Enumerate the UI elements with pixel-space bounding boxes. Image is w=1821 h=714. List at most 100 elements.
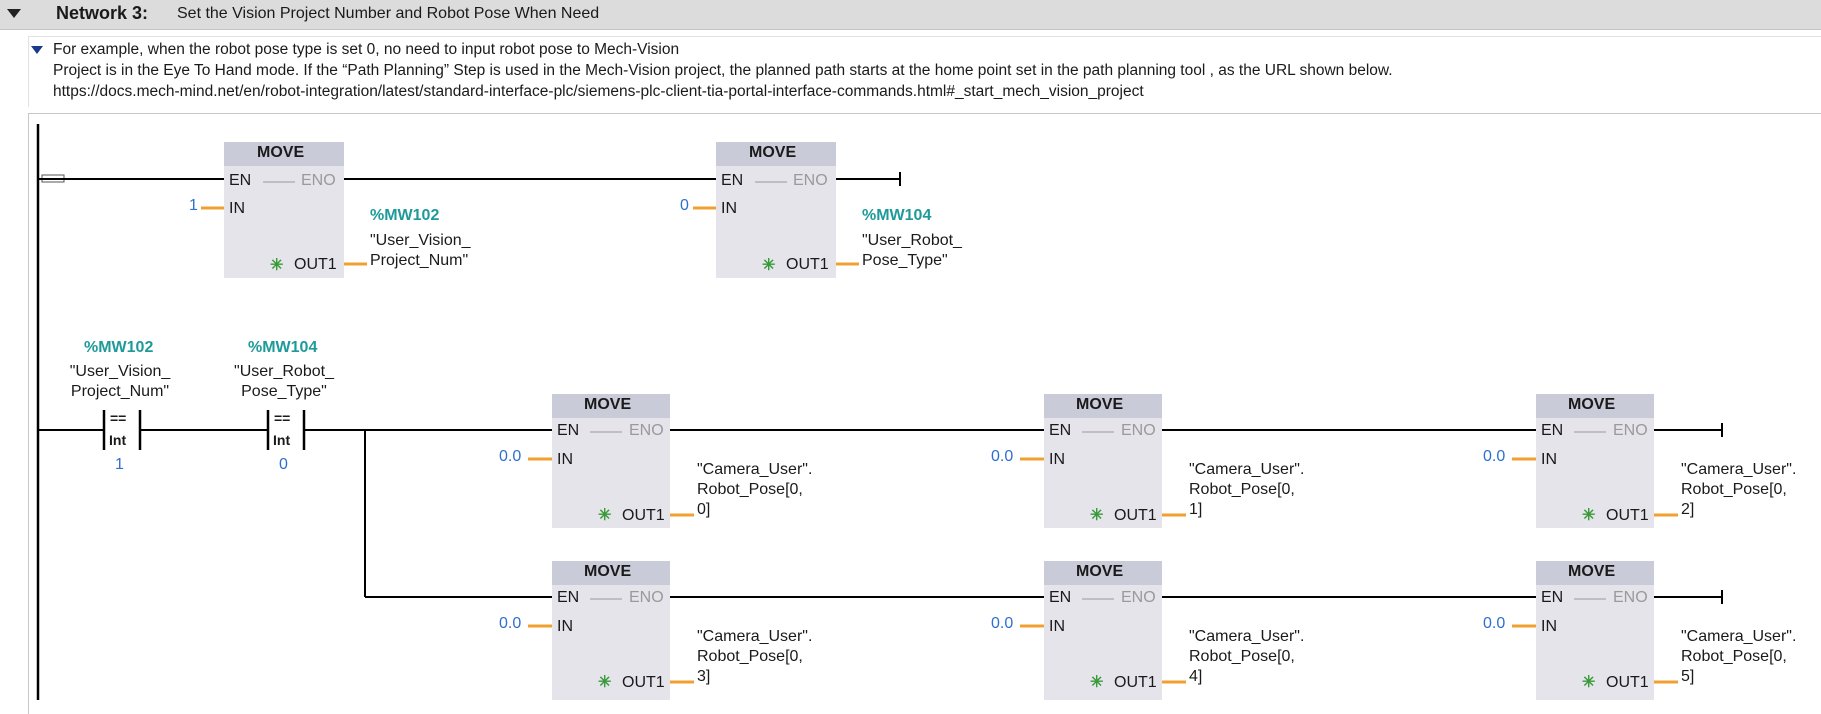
contact-variable-line: "User_Vision_	[69, 363, 171, 380]
asterisk-marker-icon: ✳	[1090, 507, 1104, 524]
pin-eno: ENO	[629, 589, 664, 606]
contact-variable-line: "User_Robot_	[234, 363, 334, 380]
in-constant[interactable]: 0.0	[991, 615, 1014, 632]
in-constant[interactable]: 0.0	[499, 448, 522, 465]
contact-operator: ==	[110, 410, 127, 426]
move-block-title: MOVE	[584, 563, 632, 580]
pin-en: EN	[1541, 589, 1564, 606]
in-constant[interactable]: 0	[680, 197, 689, 214]
contact-address: %MW102	[84, 339, 154, 356]
contact-compare-value[interactable]: 1	[115, 456, 124, 473]
out-variable-line: Robot_Pose[0,	[1189, 648, 1295, 665]
pin-out: OUT1	[1606, 674, 1649, 691]
out-variable-line: 5]	[1681, 668, 1695, 685]
out-variable-line: "Camera_User".	[1681, 628, 1797, 645]
move-block-title: MOVE	[1076, 396, 1124, 413]
asterisk-marker-icon: ✳	[1582, 507, 1596, 524]
out-variable-line: "Camera_User".	[1189, 461, 1305, 478]
asterisk-marker-icon: ✳	[1090, 674, 1104, 691]
pin-out: OUT1	[1606, 507, 1649, 524]
out-variable[interactable]: "Camera_User". Robot_Pose[0, 5]	[1681, 627, 1796, 687]
contact-address: %MW104	[248, 339, 318, 356]
out-variable[interactable]: "Camera_User". Robot_Pose[0, 3]	[697, 627, 812, 687]
move-block-title: MOVE	[257, 144, 305, 161]
move-block-title: MOVE	[749, 144, 797, 161]
asterisk-marker-icon: ✳	[270, 257, 284, 274]
pin-in: IN	[229, 200, 245, 217]
out-variable[interactable]: "User_Vision_ Project_Num"	[370, 231, 471, 271]
out-variable-line: 2]	[1681, 501, 1695, 518]
contact-variable-line: Project_Num"	[70, 383, 170, 400]
out-address: %MW102	[370, 207, 440, 224]
out-variable[interactable]: "Camera_User". Robot_Pose[0, 1]	[1189, 460, 1304, 520]
out-variable-line: Robot_Pose[0,	[1681, 648, 1787, 665]
pin-in: IN	[557, 618, 573, 635]
out-variable-line: "User_Robot_	[862, 232, 962, 249]
network-number: Network 3:	[56, 3, 149, 23]
in-constant[interactable]: 0.0	[1483, 615, 1506, 632]
pin-eno: ENO	[1613, 422, 1648, 439]
out-variable-line: 0]	[697, 501, 711, 518]
out-variable-line: "Camera_User".	[697, 461, 813, 478]
contact-operator: ==	[274, 410, 291, 426]
out-variable[interactable]: "User_Robot_ Pose_Type"	[862, 231, 962, 271]
pin-out: OUT1	[622, 507, 665, 524]
out-variable-line: Project_Num"	[370, 252, 469, 269]
compare-contact	[266, 410, 306, 450]
compare-contact	[102, 410, 142, 450]
pin-en: EN	[1541, 422, 1564, 439]
move-block-title: MOVE	[1568, 396, 1616, 413]
pin-in: IN	[1541, 618, 1557, 635]
out-address: %MW104	[862, 207, 932, 224]
in-constant[interactable]: 0.0	[499, 615, 522, 632]
pin-out: OUT1	[1114, 674, 1157, 691]
out-variable-line: Pose_Type"	[862, 252, 948, 269]
pin-out: OUT1	[294, 256, 337, 273]
pin-out: OUT1	[1114, 507, 1157, 524]
out-variable-line: 3]	[697, 668, 711, 685]
network-comment-box[interactable]	[28, 36, 1821, 107]
out-variable[interactable]: "Camera_User". Robot_Pose[0, 0]	[697, 460, 812, 520]
out-variable-line: Robot_Pose[0,	[1681, 481, 1787, 498]
pin-en: EN	[1049, 422, 1072, 439]
out-variable[interactable]: "Camera_User". Robot_Pose[0, 4]	[1189, 627, 1304, 687]
comment-line: For example, when the robot pose type is…	[53, 41, 680, 58]
pin-en: EN	[557, 422, 580, 439]
network-title[interactable]: Set the Vision Project Number and Robot …	[177, 5, 600, 22]
contact-variable[interactable]: "User_Robot_ Pose_Type"	[220, 362, 348, 402]
out-variable-line: 4]	[1189, 668, 1203, 685]
pin-eno: ENO	[1613, 589, 1648, 606]
pin-in: IN	[1541, 451, 1557, 468]
contact-type: Int	[109, 432, 127, 448]
contact-variable[interactable]: "User_Vision_ Project_Num"	[56, 362, 184, 402]
contact-variable-line: Pose_Type"	[241, 383, 327, 400]
comment-line: Project is in the Eye To Hand mode. If t…	[53, 62, 1393, 79]
contact-compare-value[interactable]: 0	[279, 456, 288, 473]
network-header[interactable]: Network 3: Set the Vision Project Number…	[0, 0, 1821, 30]
asterisk-marker-icon: ✳	[598, 507, 612, 524]
pin-in: IN	[1049, 618, 1065, 635]
triangle-down-icon[interactable]	[30, 45, 44, 57]
pin-in: IN	[721, 200, 737, 217]
asterisk-marker-icon: ✳	[762, 257, 776, 274]
comment-line: https://docs.mech-mind.net/en/robot-inte…	[53, 83, 1144, 100]
network-comment[interactable]: For example, when the robot pose type is…	[53, 39, 1813, 102]
out-variable-line: Robot_Pose[0,	[697, 648, 803, 665]
pin-out: OUT1	[786, 256, 829, 273]
move-block-title: MOVE	[1076, 563, 1124, 580]
ladder-area[interactable]	[28, 113, 1821, 714]
out-variable-line: "Camera_User".	[697, 628, 813, 645]
triangle-down-icon[interactable]	[6, 6, 22, 22]
pin-out: OUT1	[622, 674, 665, 691]
out-variable[interactable]: "Camera_User". Robot_Pose[0, 2]	[1681, 460, 1796, 520]
out-variable-line: 1]	[1189, 501, 1203, 518]
move-block-title: MOVE	[1568, 563, 1616, 580]
asterisk-marker-icon: ✳	[598, 674, 612, 691]
in-constant[interactable]: 0.0	[1483, 448, 1506, 465]
pin-in: IN	[1049, 451, 1065, 468]
pin-eno: ENO	[301, 172, 336, 189]
in-constant[interactable]: 0.0	[991, 448, 1014, 465]
out-variable-line: "User_Vision_	[370, 232, 471, 249]
in-constant[interactable]: 1	[189, 197, 198, 214]
